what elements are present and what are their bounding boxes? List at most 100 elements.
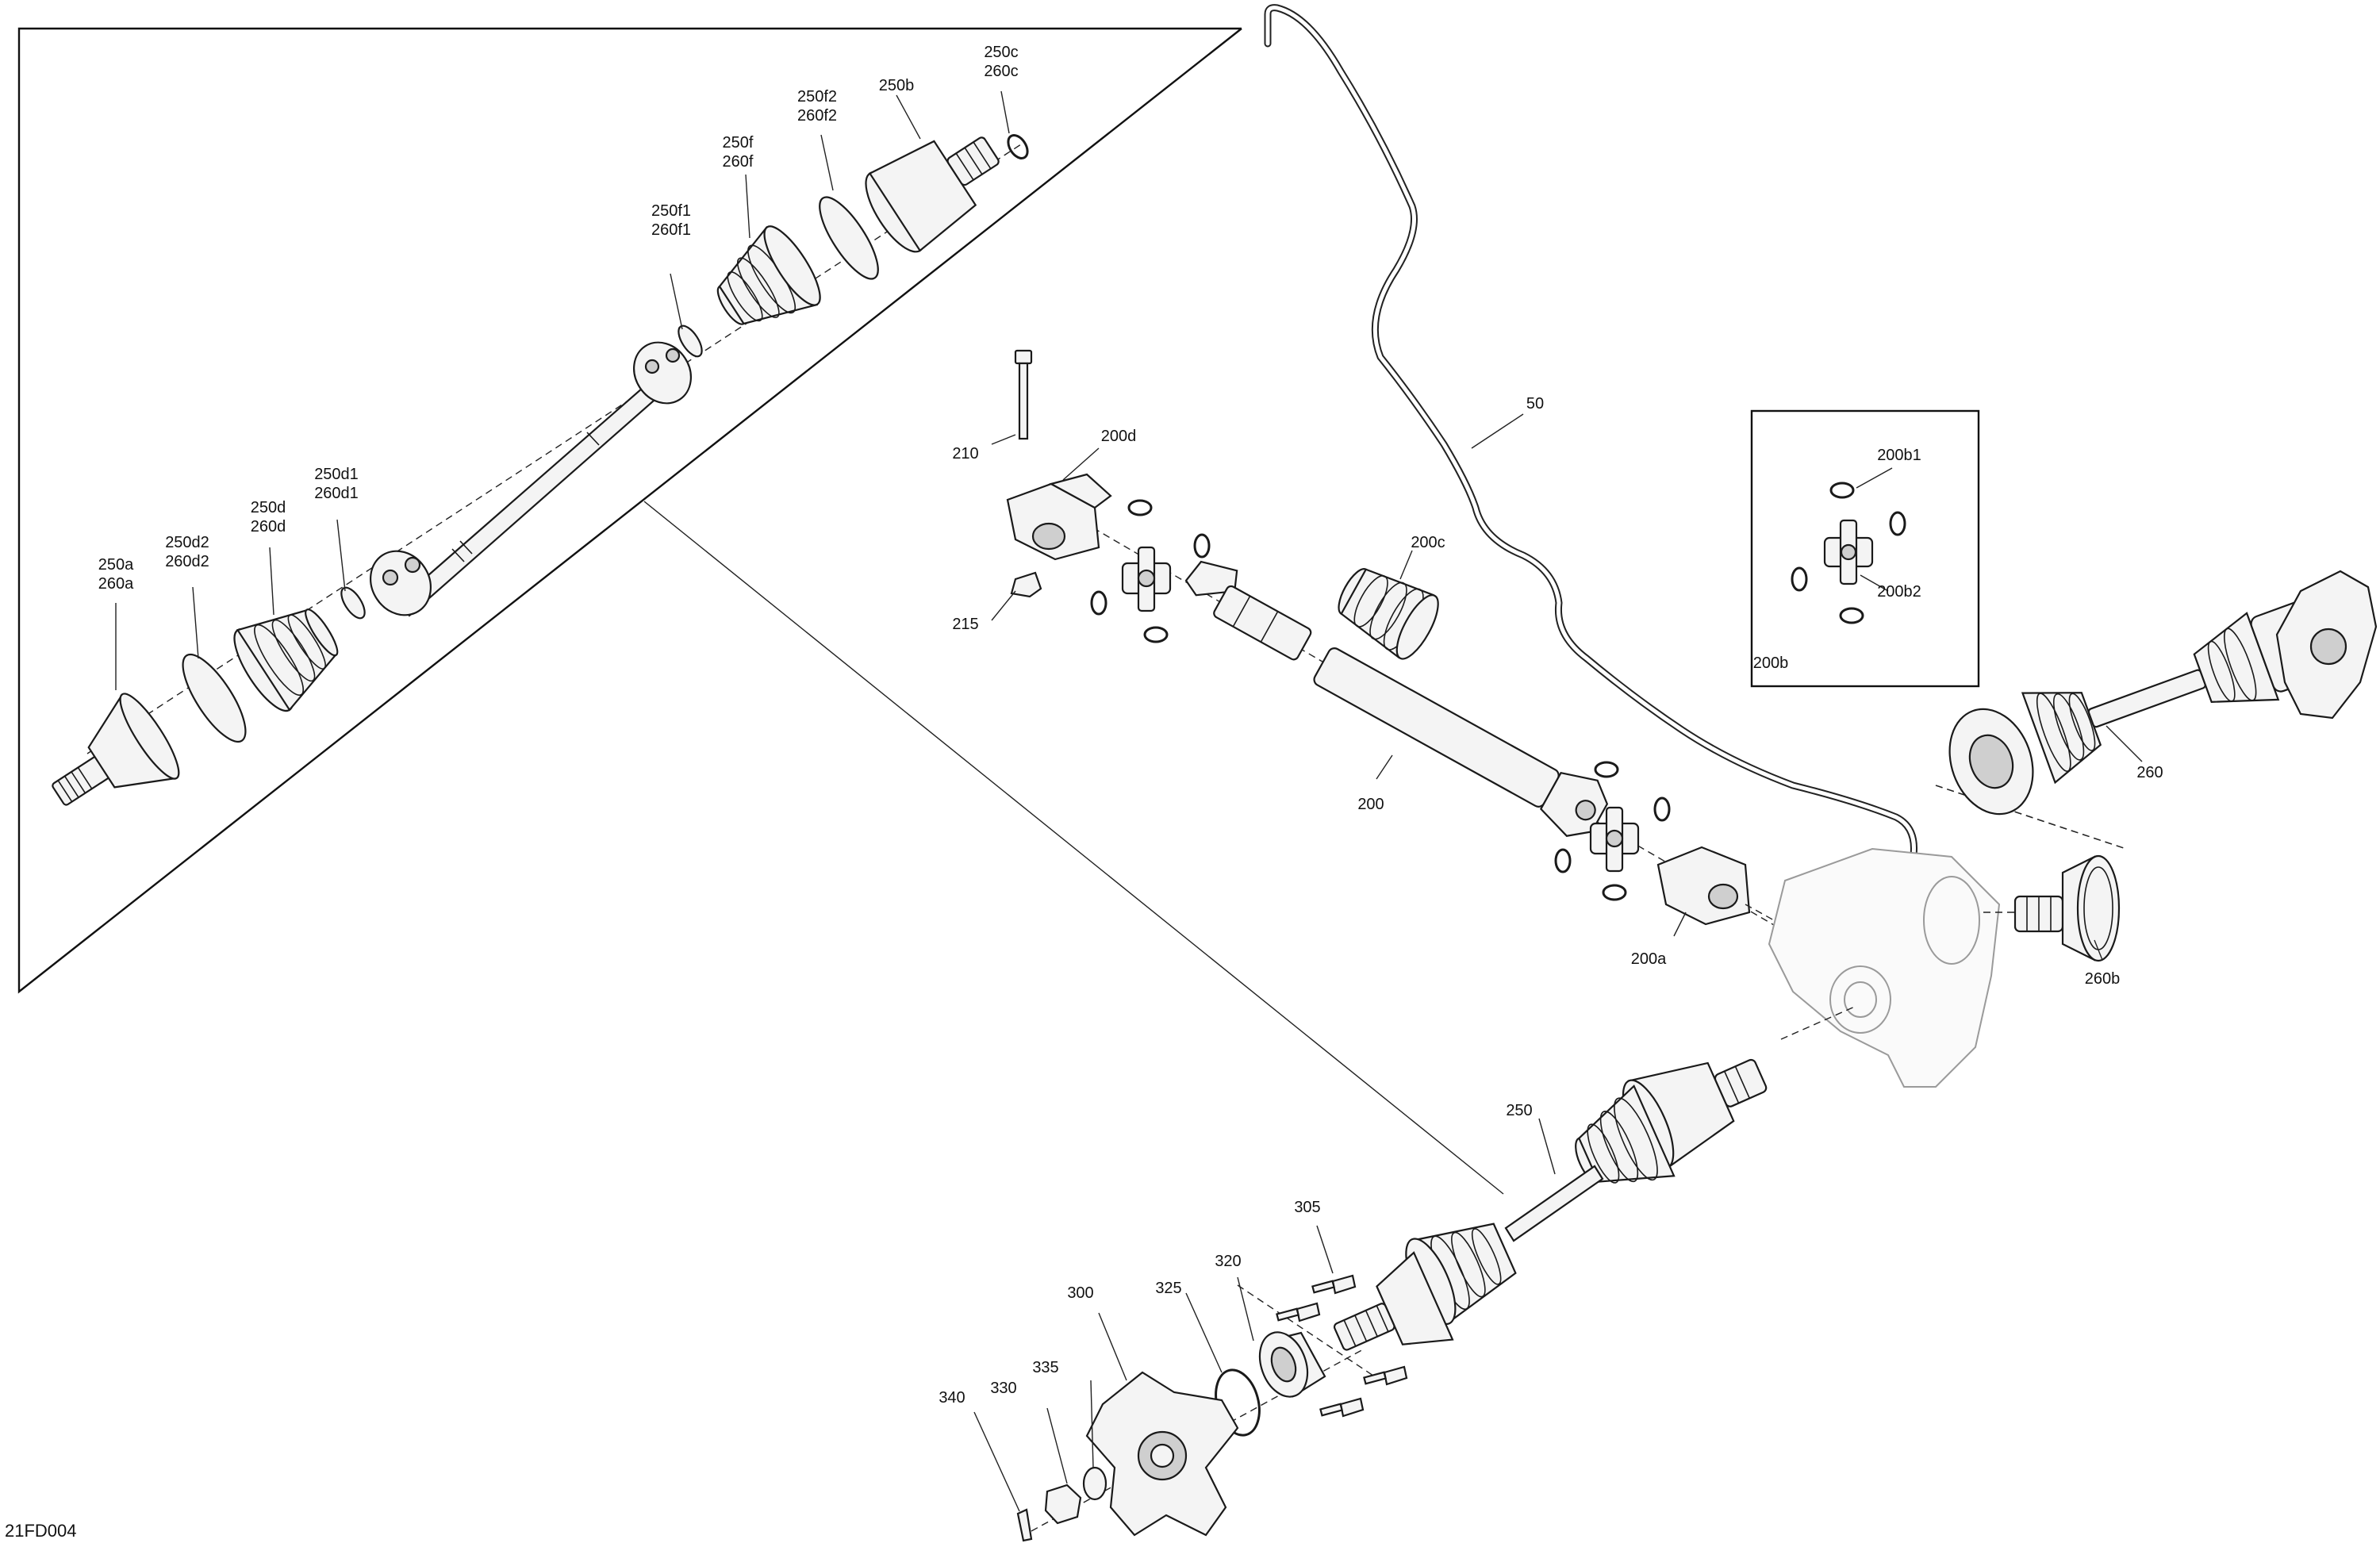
callout-305: 305 [1294, 1199, 1320, 1216]
yoke-front [1006, 473, 1112, 561]
detail-axis-line [86, 142, 1024, 754]
callout-line: 260f1 [651, 221, 691, 239]
callout-line: 200c [1411, 534, 1445, 551]
slip-yoke [1184, 560, 1312, 661]
bearing-clip [1554, 848, 1572, 873]
callout-line: 200a [1631, 950, 1667, 968]
callout-200: 200 [1357, 796, 1384, 813]
callout-320: 320 [1215, 1253, 1241, 1270]
callout-260b: 260b [2085, 970, 2121, 988]
bearing-clip [1127, 499, 1153, 516]
callout-line: 325 [1155, 1280, 1181, 1297]
clamp-ring-small [340, 586, 366, 620]
callout-line: 250d2 [165, 534, 209, 551]
washer [1082, 1466, 1107, 1501]
cross-kit-detail [1750, 409, 1980, 688]
callout-labels: 50 200 200a 200b 200b1 200b2 200c 200d 210 215 250… [98, 44, 2163, 1407]
callout-250d: 250d 260d [251, 499, 286, 535]
inner-boot [716, 225, 821, 325]
cross-kit-front [1121, 546, 1172, 612]
callout-335: 335 [1032, 1359, 1058, 1376]
wheel-hub [1085, 1371, 1239, 1537]
callout-line: 250b [879, 77, 915, 94]
callout-line: 260f2 [797, 107, 837, 125]
callout-340: 340 [939, 1389, 965, 1407]
callout-line: 300 [1067, 1284, 1093, 1302]
callout-line: 215 [952, 616, 978, 633]
callout-line: 260 [2136, 764, 2163, 781]
callout-line: 335 [1032, 1359, 1058, 1376]
callout-line: 250 [1506, 1102, 1532, 1119]
cross-kit-rear [1589, 806, 1640, 873]
bearing-clip [1143, 626, 1169, 643]
callout-200b2: 200b2 [1877, 583, 1921, 601]
callout-line: 340 [939, 1389, 965, 1407]
callout-line: 200d [1101, 428, 1137, 445]
callout-260: 260 [2136, 764, 2163, 781]
callout-line: 200b [1753, 654, 1789, 672]
callout-line: 250a [98, 556, 134, 574]
callout-300: 300 [1067, 1284, 1093, 1302]
propeller-shaft-assembly [1006, 349, 1794, 937]
callout-line: 200b1 [1877, 447, 1921, 464]
callout-line: 210 [952, 445, 978, 463]
vent-hose [1264, 4, 1917, 940]
callout-210: 210 [952, 445, 978, 463]
diagram-code: 21FD004 [5, 1521, 77, 1541]
right-inner-joint [1935, 785, 2127, 962]
callout-250b: 250b [879, 77, 915, 94]
callout-200b: 200b [1753, 654, 1789, 672]
propeller-tube [1313, 647, 1609, 837]
callout-200c: 200c [1411, 534, 1445, 551]
bearing-clip [1594, 761, 1619, 778]
detail-view-frame [17, 27, 1242, 994]
callout-line: 250f1 [651, 202, 691, 220]
yoke-rear [1656, 846, 1751, 926]
cross-kit-detail-frame [1750, 409, 1980, 688]
callout-200d: 200d [1101, 428, 1137, 445]
callout-line: 260d2 [165, 553, 209, 570]
clamp-ring-large-inner [819, 196, 879, 280]
callout-215: 215 [952, 616, 978, 633]
cotter-pin [1016, 1508, 1033, 1542]
callout-line: 250c [984, 44, 1018, 61]
callout-line: 250f2 [797, 88, 837, 106]
callout-line: 50 [1526, 395, 1544, 413]
circlip [1007, 134, 1029, 159]
callout-line: 260a [98, 575, 134, 593]
detail-half-shaft [52, 134, 1029, 806]
callout-line: 260d1 [314, 485, 359, 502]
callout-line: 330 [990, 1380, 1016, 1397]
callout-line: 260f [723, 153, 754, 171]
wheel-studs [1276, 1274, 1408, 1418]
outer-cv-joint [52, 693, 180, 806]
clamp-ring-large [182, 653, 247, 743]
bearing-clip [1090, 590, 1107, 616]
nut [1010, 571, 1042, 598]
callout-250d2: 250d2 260d2 [165, 534, 209, 570]
callout-line: 260c [984, 63, 1018, 80]
callout-line: 200 [1357, 796, 1384, 813]
callout-330: 330 [990, 1380, 1016, 1397]
shaft-boot [1338, 568, 1439, 660]
left-half-shaft [1333, 1005, 1857, 1351]
callout-line: 305 [1294, 1199, 1320, 1216]
callout-50: 50 [1526, 395, 1544, 413]
callout-line: 320 [1215, 1253, 1241, 1270]
bearing-clip [1193, 533, 1211, 558]
wheel-hub-group [1016, 1274, 1408, 1542]
outer-boot [233, 608, 339, 712]
callout-line: 200b2 [1877, 583, 1921, 601]
callout-200b1: 200b1 [1877, 447, 1921, 464]
detail-connector-line [643, 501, 1504, 1195]
callout-line: 250d [251, 499, 286, 516]
callout-250c: 250c 260c [984, 44, 1018, 80]
callout-line: 260d [251, 518, 286, 535]
front-differential [1745, 847, 2001, 1088]
axle-shaft [370, 341, 692, 617]
bolt [1014, 349, 1033, 440]
